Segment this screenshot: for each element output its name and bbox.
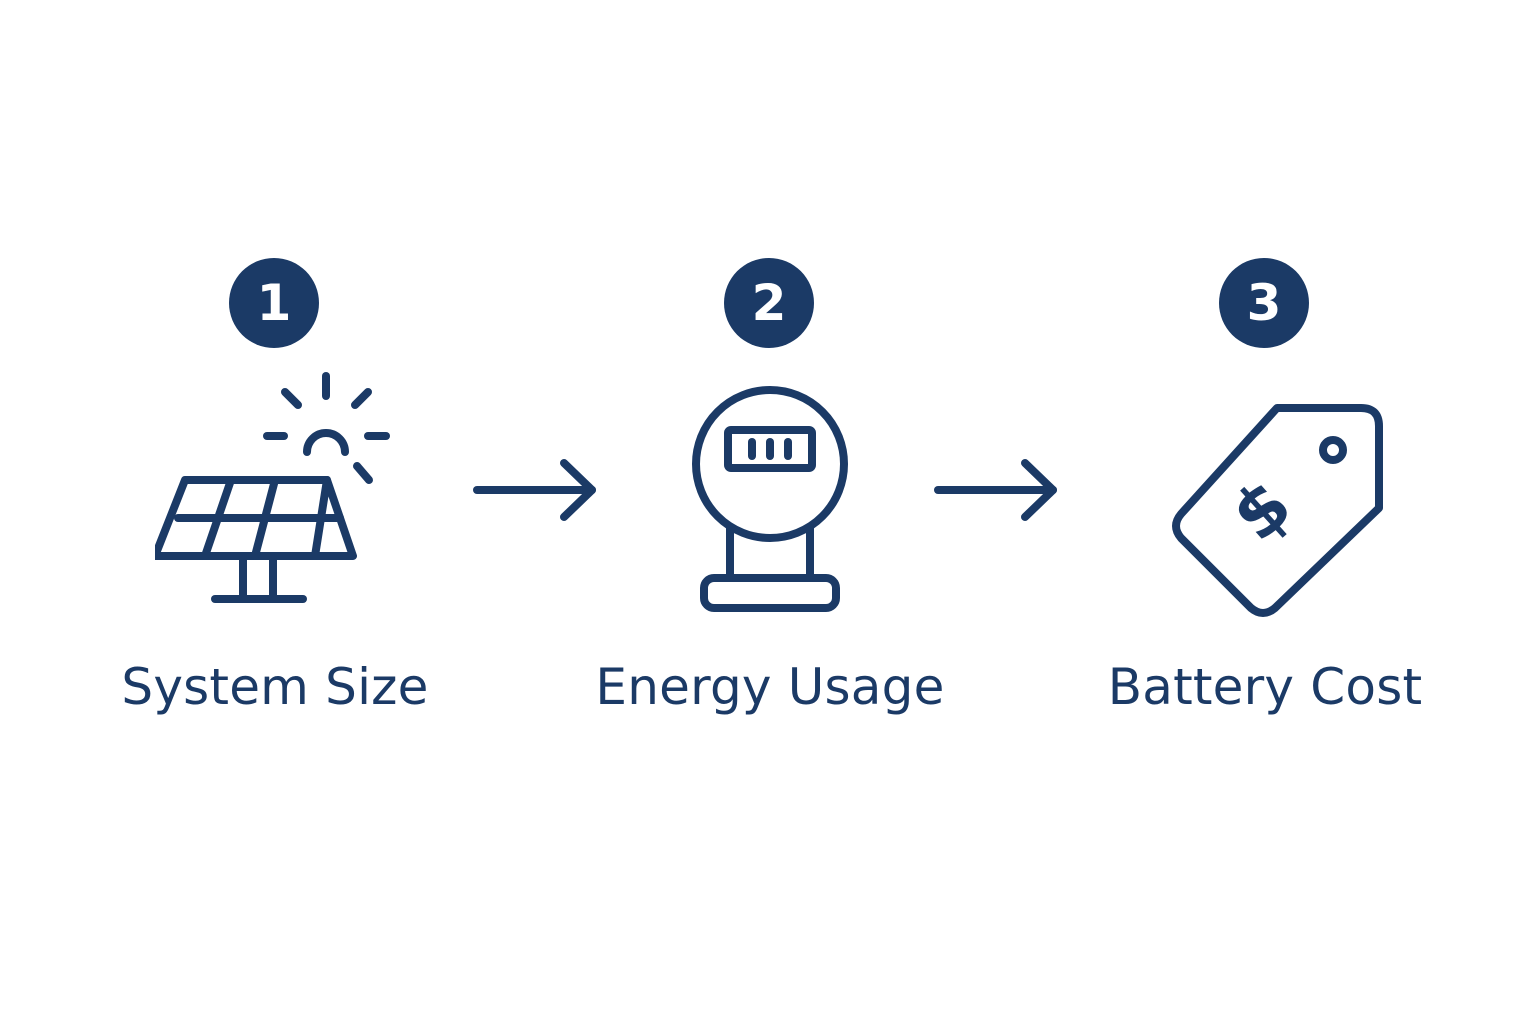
step-energy-usage: 2 Energy Usage (560, 258, 980, 738)
solar-panel-icon (155, 372, 390, 603)
step-number-badge: 3 (1219, 258, 1309, 348)
step-label: System Size (121, 658, 429, 716)
step-battery-cost: 3 $ Battery Cost (1055, 258, 1475, 738)
svg-text:$: $ (1216, 464, 1307, 558)
step-number-badge: 1 (229, 258, 319, 348)
step-number-badge: 2 (724, 258, 814, 348)
step-label: Battery Cost (1107, 658, 1423, 716)
arrow-right-icon (934, 459, 1057, 521)
step-label: Energy Usage (595, 658, 945, 716)
electric-meter-icon (692, 386, 848, 612)
step-system-size: 1 System Size (65, 258, 485, 738)
arrow-right-icon (473, 459, 596, 521)
price-tag-icon: $ (1172, 404, 1383, 617)
